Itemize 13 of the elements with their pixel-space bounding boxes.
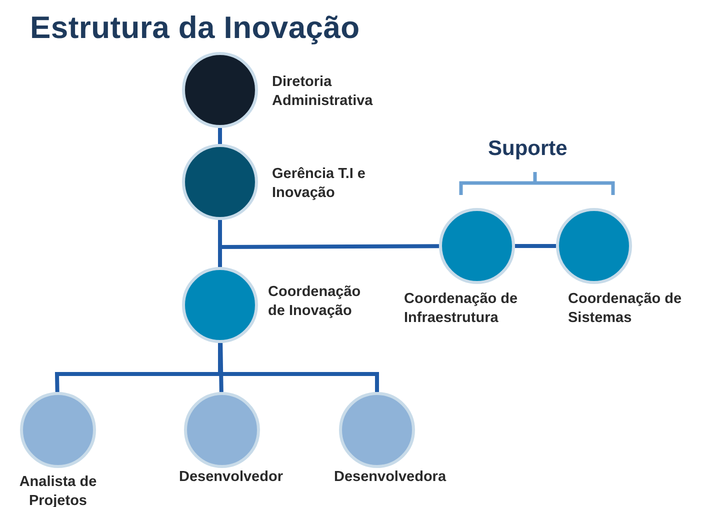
connector-line [218, 220, 439, 249]
position-label: Diretoria Administrativa [272, 73, 374, 110]
position-label: Coordenação de Infraestrutura [404, 290, 519, 328]
group-label: Suporte [488, 137, 568, 161]
position-label: Gerência T.I e Inovação [272, 165, 366, 202]
connector-line [218, 128, 222, 144]
connector-line [515, 244, 556, 248]
position-label: Desenvolvedora [332, 468, 448, 487]
connector-line [218, 342, 224, 392]
position-label: Desenvolvedor [178, 468, 284, 487]
position-label: Coordenação de Sistemas [568, 290, 683, 328]
position-label: Coordenação de Inovação [268, 283, 362, 320]
diagram-title: Estrutura da Inovação [30, 10, 360, 46]
